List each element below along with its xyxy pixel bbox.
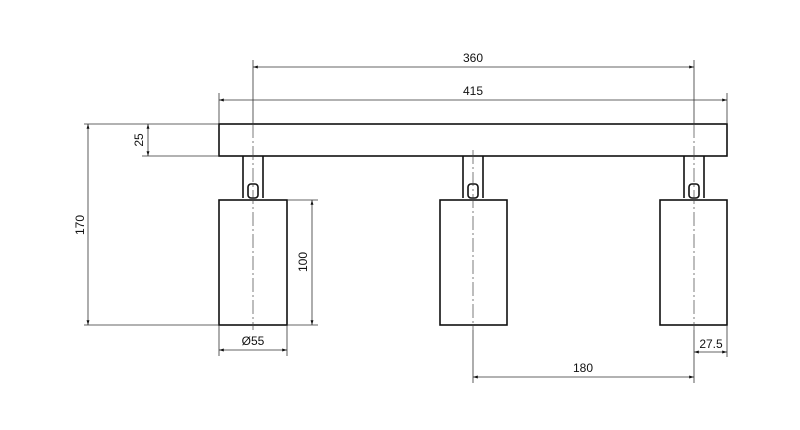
dim-label-diameter: Ø55 — [242, 334, 265, 348]
spotlight-middle — [439, 156, 508, 326]
dim-label-25: 25 — [132, 133, 146, 147]
centerlines — [252, 60, 695, 383]
dim-label-27-5: 27.5 — [699, 337, 723, 351]
dim-label-100: 100 — [296, 252, 310, 272]
extension-lines — [84, 93, 728, 357]
spotlight-right — [659, 156, 728, 326]
dim-label-180: 180 — [573, 361, 593, 375]
dim-label-360: 360 — [463, 51, 483, 65]
dim-label-170: 170 — [73, 215, 87, 235]
dim-label-415: 415 — [463, 84, 483, 98]
